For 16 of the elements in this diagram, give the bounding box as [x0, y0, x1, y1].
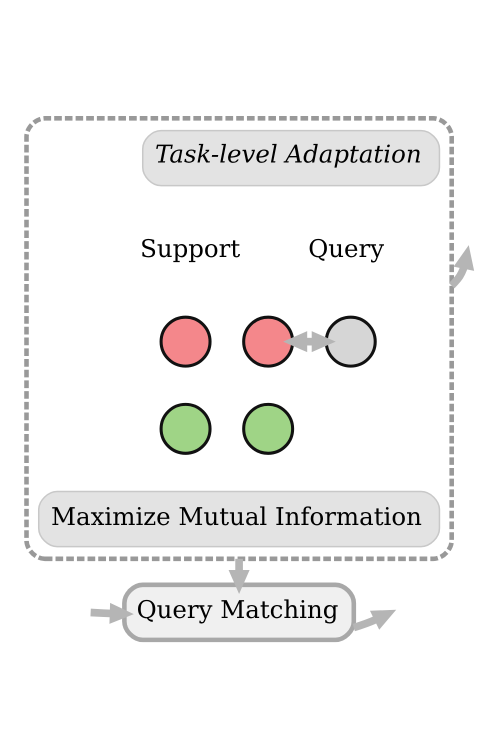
node-circle	[242, 402, 294, 454]
arrow	[352, 609, 396, 631]
node-box: Query Matching	[122, 582, 356, 642]
arrow	[448, 244, 474, 288]
node-box: Maximize Mutual Information	[38, 490, 440, 547]
node-circle	[160, 315, 212, 368]
arrow	[283, 330, 336, 352]
arrow	[90, 602, 134, 624]
cluster	[24, 116, 454, 561]
node-box: Task-level Adaptation	[142, 129, 440, 186]
label: Support	[140, 234, 240, 263]
node-circle	[324, 315, 377, 368]
arrow	[228, 558, 250, 594]
node-circle	[242, 315, 294, 368]
node-circle	[160, 402, 212, 454]
label: Query	[308, 234, 384, 263]
